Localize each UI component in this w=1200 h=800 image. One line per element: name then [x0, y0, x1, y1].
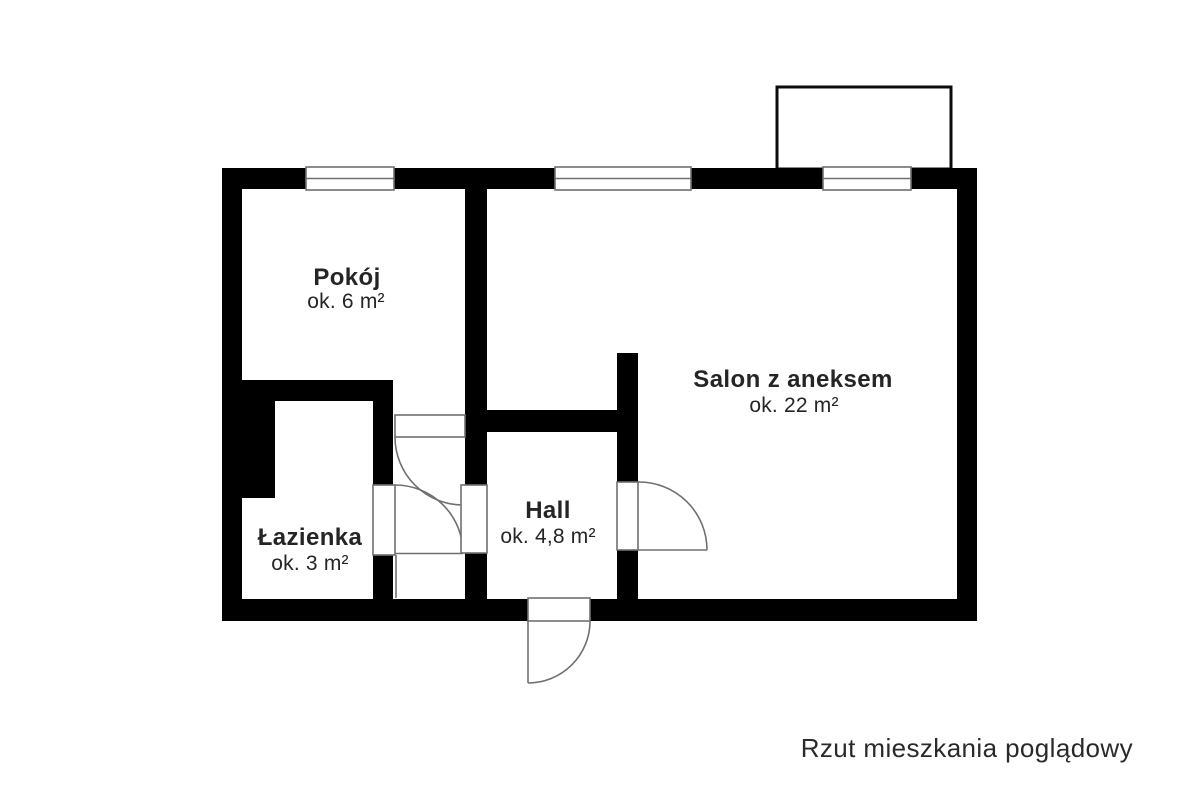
wall-lazienka-right-lower	[373, 553, 393, 599]
room-area: ok. 4,8 m²	[500, 525, 595, 548]
door-hall	[460, 484, 488, 554]
outer-walls	[222, 168, 977, 621]
room-area: ok. 22 m²	[749, 394, 838, 417]
room-name: Pokój	[313, 264, 380, 291]
wall-right	[957, 168, 977, 621]
wall-hall-top	[465, 410, 638, 432]
room-area: ok. 3 m²	[271, 552, 348, 575]
door-salon	[616, 481, 708, 551]
window-balcony-door	[822, 166, 912, 191]
wall-bottom	[222, 599, 977, 621]
door-swing-arc	[527, 620, 591, 684]
wall-salon-lower	[617, 550, 638, 599]
interior-walls	[222, 189, 638, 599]
door-frame	[527, 597, 591, 622]
wall-hall-left-lower	[465, 553, 487, 599]
door-pokoj	[394, 414, 466, 506]
room-name: Hall	[525, 497, 571, 524]
wall-lazienka-shaft-block	[222, 401, 275, 498]
label-hall: Hall ok. 4,8 m²	[500, 497, 595, 548]
door-swing-arc	[637, 481, 708, 551]
door-swing-arc	[394, 436, 464, 506]
window-salon-left	[554, 166, 692, 191]
room-name: Łazienka	[258, 524, 363, 551]
wall-pokoj-bottom	[222, 380, 393, 401]
door-frame	[460, 484, 488, 554]
door-frame	[616, 481, 639, 551]
wall-pokoj-right	[465, 189, 487, 485]
plan-caption: Rzut mieszkania poglądowy	[801, 733, 1133, 763]
door-lazienka	[372, 484, 464, 598]
door-entrance	[527, 597, 591, 684]
balcony-outline	[775, 85, 953, 171]
room-area: ok. 6 m²	[307, 290, 384, 313]
window-pokoj	[305, 166, 395, 191]
door-leaf	[394, 414, 466, 438]
label-pokoj: Pokój ok. 6 m²	[307, 264, 384, 313]
room-name: Salon z aneksem	[693, 366, 892, 393]
wall-salon-upper	[617, 353, 638, 482]
door-frame	[372, 484, 396, 556]
label-salon: Salon z aneksem ok. 22 m²	[693, 366, 892, 417]
wall-lazienka-right-upper	[373, 401, 393, 485]
label-lazienka: Łazienka ok. 3 m²	[258, 524, 363, 575]
